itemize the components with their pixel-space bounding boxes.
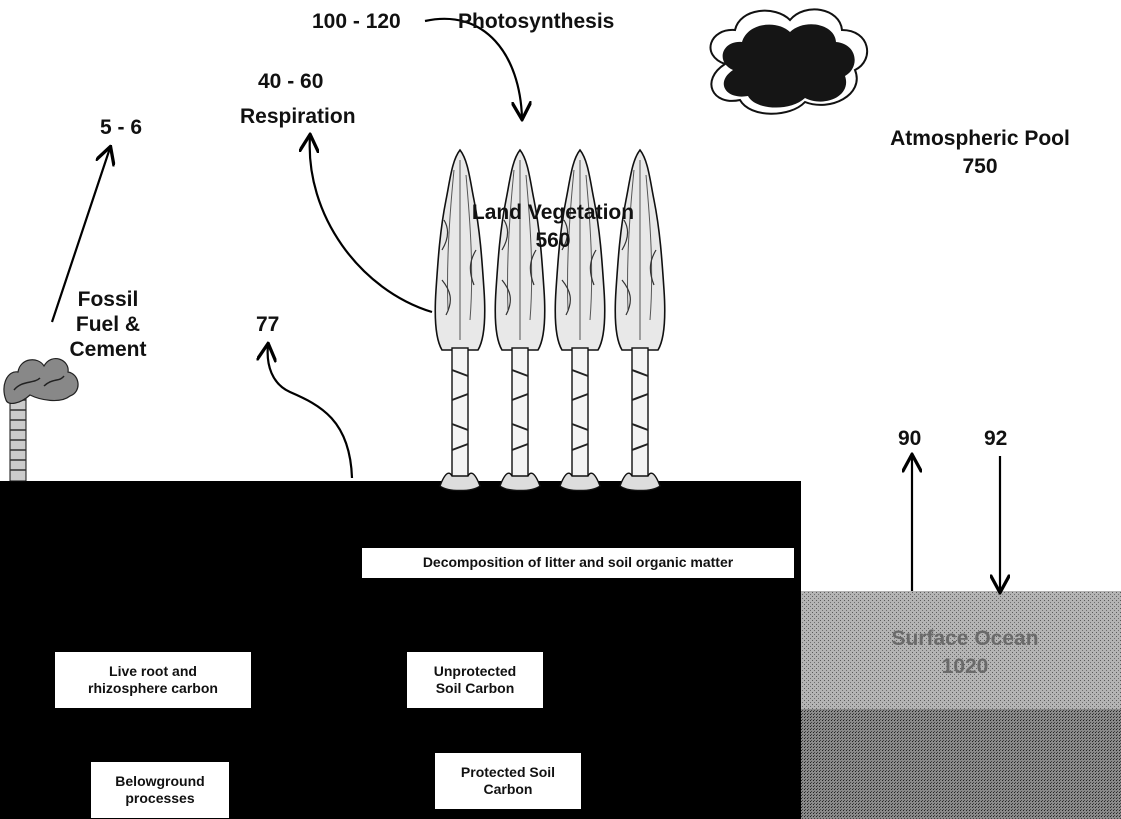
ocean-value: 1020 xyxy=(820,654,1110,679)
respiration-label: Respiration xyxy=(240,104,356,129)
respiration-arrow xyxy=(310,136,432,312)
fossil-fuel-label: Fossil Fuel & Cement xyxy=(52,287,164,363)
fossil-flux-value: 5 - 6 xyxy=(100,115,142,140)
ocean-release-value: 92 xyxy=(984,426,1007,451)
soil-respiration-arrow xyxy=(268,345,352,478)
decomposition-box: Decomposition of litter and soil organic… xyxy=(362,548,794,578)
unprotected-carbon-box: Unprotected Soil Carbon xyxy=(407,652,543,708)
photosynthesis-label: Photosynthesis xyxy=(458,9,614,34)
atmosphere-label: Atmospheric Pool xyxy=(870,126,1090,151)
photosynthesis-value: 100 - 120 xyxy=(312,9,401,34)
smokestack-icon xyxy=(4,359,78,481)
respiration-value: 40 - 60 xyxy=(258,69,323,94)
vegetation-label: Land Vegetation xyxy=(438,200,668,225)
cloud-icon xyxy=(711,9,868,113)
live-root-box: Live root and rhizosphere carbon xyxy=(55,652,251,708)
belowground-box: Belowground processes xyxy=(91,762,229,818)
soil-flux-value: 77 xyxy=(256,312,279,337)
atmosphere-value: 750 xyxy=(870,154,1090,179)
protected-carbon-box: Protected Soil Carbon xyxy=(435,753,581,809)
deep-ocean xyxy=(801,709,1121,819)
vegetation-value: 560 xyxy=(438,228,668,253)
ocean-label: Surface Ocean xyxy=(820,626,1110,651)
ocean-uptake-value: 90 xyxy=(898,426,921,451)
